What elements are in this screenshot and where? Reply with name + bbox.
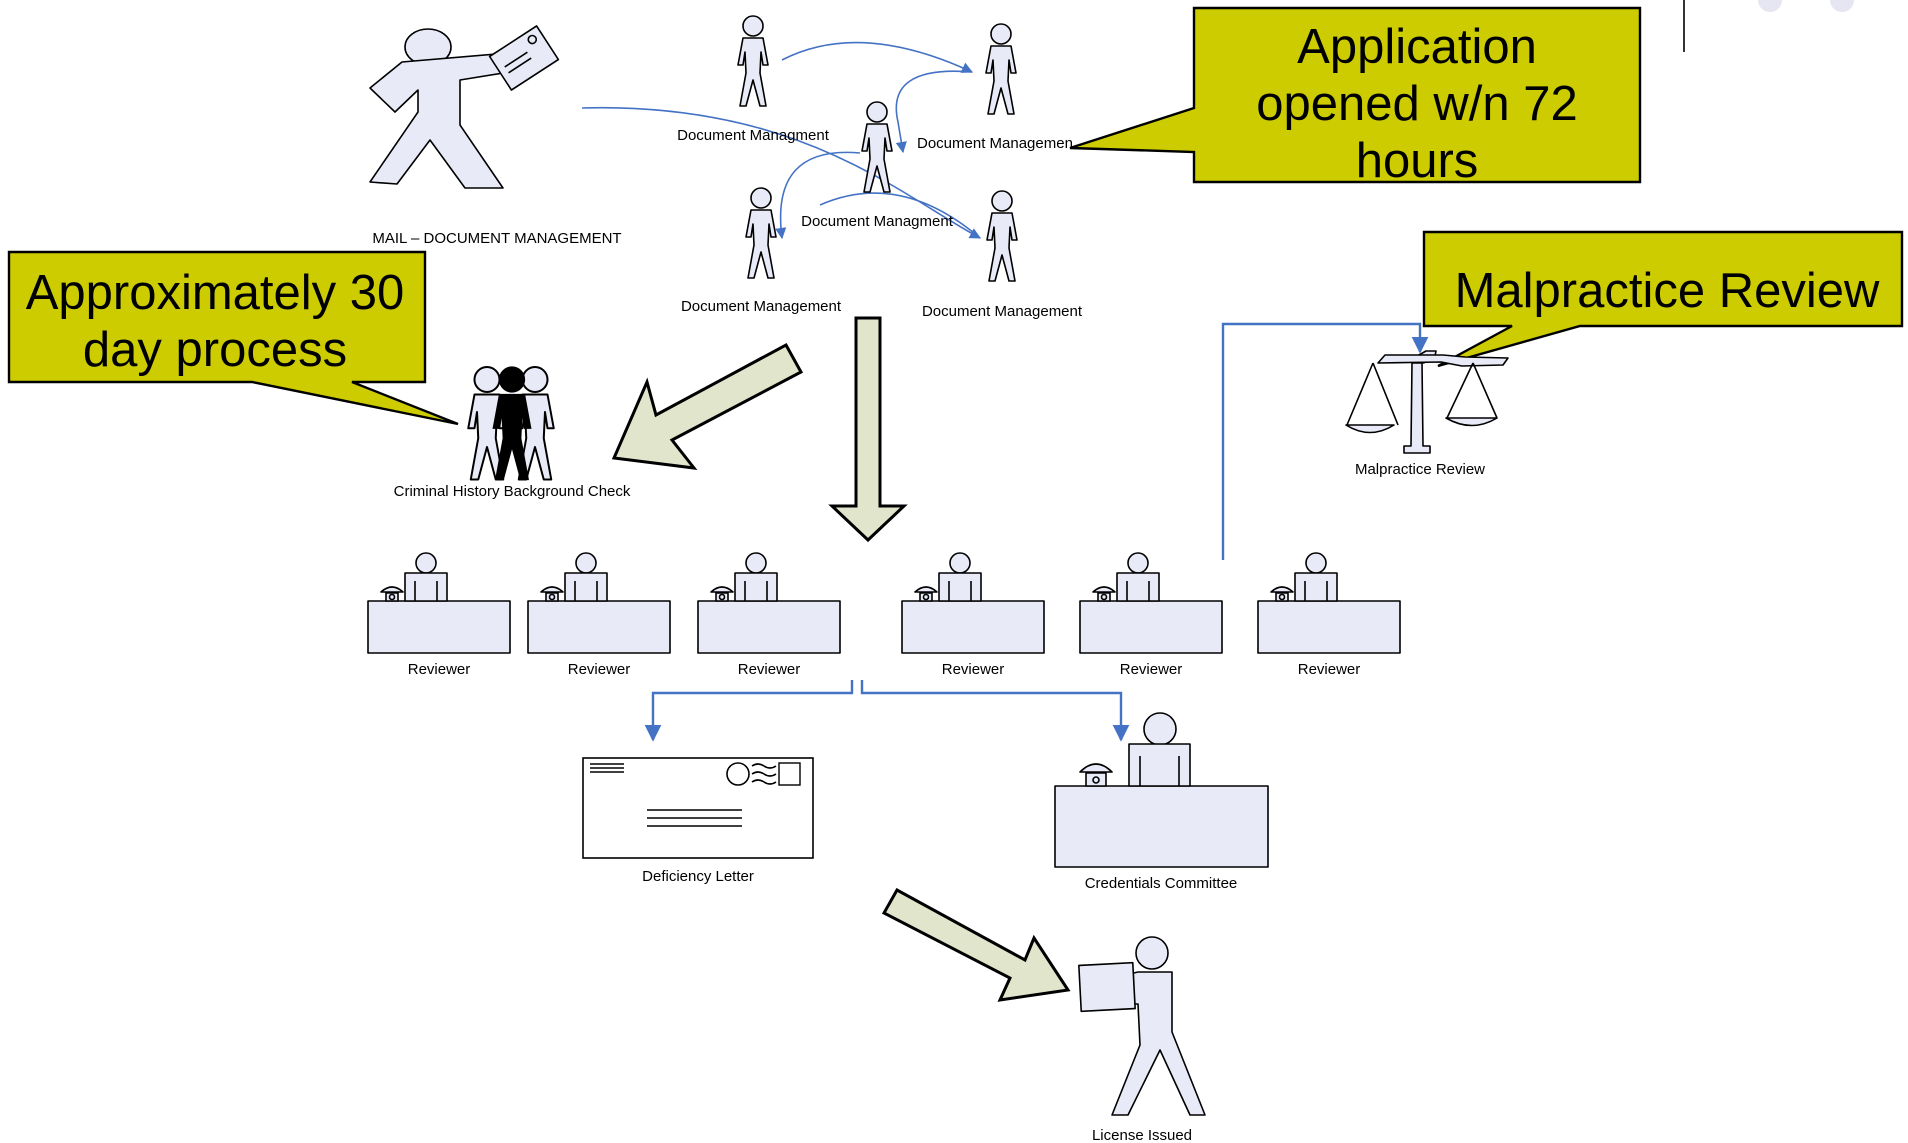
- license-issued-label: License Issued: [1092, 1127, 1192, 1143]
- license-issued-figure: [1078, 936, 1206, 1116]
- mail-to-doc-connector: [581, 106, 981, 239]
- deficiency-letter-label: Deficiency Letter: [642, 868, 754, 885]
- callout-text-line-2: day process: [83, 323, 347, 377]
- doc-connector-2: [895, 70, 973, 123]
- doc-connector-3: [895, 121, 907, 154]
- reviewer-desk-2: [527, 552, 671, 654]
- reviewer-desk-6: [1257, 552, 1401, 654]
- callout-thirty-day: Approximately 30 day process: [7, 250, 459, 426]
- reviewer-desk-4: [901, 552, 1045, 654]
- callout-text: Malpractice Review: [1455, 264, 1880, 318]
- reviewer-to-malpractice-connector: [1221, 322, 1429, 560]
- criminal-history-label: Criminal History Background Check: [394, 483, 631, 500]
- callout-malpractice: Malpractice Review: [1422, 230, 1904, 368]
- malpractice-review-label: Malpractice Review: [1355, 461, 1485, 478]
- reviewer-desk-5: [1079, 552, 1223, 654]
- doc-mgmt-label-2: Document Managemen: [917, 135, 1073, 152]
- reviewer-label: Reviewer: [738, 661, 801, 678]
- doc-mgmt-person-3: [861, 101, 893, 193]
- reviewer-label: Reviewer: [1298, 661, 1361, 678]
- callout-text-line-2: opened w/n 72: [1256, 77, 1578, 131]
- decoration-dot: [1830, 0, 1854, 12]
- doc-connector-5: [819, 192, 981, 239]
- doc-mgmt-person-5: [986, 190, 1018, 282]
- doc-mgmt-label-4: Document Management: [681, 298, 842, 315]
- envelope-icon: [582, 757, 814, 859]
- callout-application-opened: Application opened w/n 72 hours: [1069, 6, 1642, 188]
- doc-connector-4: [775, 151, 861, 240]
- doc-mgmt-label-5: Document Management: [922, 303, 1083, 320]
- connector-to-committee: [860, 680, 1130, 742]
- criminal-history-figures: [467, 366, 555, 481]
- scale-icon: [1345, 350, 1509, 454]
- doc-mgmt-person-4: [745, 187, 777, 279]
- reviewer-desk-3: [697, 552, 841, 654]
- doc-mgmt-person-1: [737, 15, 769, 107]
- reviewer-label: Reviewer: [568, 661, 631, 678]
- reviewer-label: Reviewer: [1120, 661, 1183, 678]
- doc-connector-1: [781, 41, 974, 73]
- doc-mgmt-person-2: [985, 23, 1017, 115]
- committee-desk: [1054, 712, 1269, 868]
- mail-label: MAIL – DOCUMENT MANAGEMENT: [372, 230, 621, 247]
- callout-text-line-1: Approximately 30: [26, 266, 405, 320]
- arrow-to-criminal-check: [611, 342, 804, 470]
- mail-carrier-figure: [369, 25, 560, 189]
- reviewer-label: Reviewer: [408, 661, 471, 678]
- callout-text-line-1: Application: [1297, 20, 1537, 74]
- decoration-dot: [1758, 0, 1782, 12]
- reviewer-label: Reviewer: [942, 661, 1005, 678]
- doc-mgmt-label-3: Document Managment: [801, 213, 954, 230]
- arrow-down-to-reviewers: [828, 316, 908, 543]
- arrow-to-license: [881, 887, 1071, 1002]
- callout-text-line-3: hours: [1356, 134, 1479, 188]
- doc-mgmt-label-1: Document Managment: [677, 127, 830, 144]
- credentials-committee-label: Credentials Committee: [1085, 875, 1238, 892]
- reviewer-desk-1: [367, 552, 511, 654]
- connector-to-deficiency: [644, 680, 854, 742]
